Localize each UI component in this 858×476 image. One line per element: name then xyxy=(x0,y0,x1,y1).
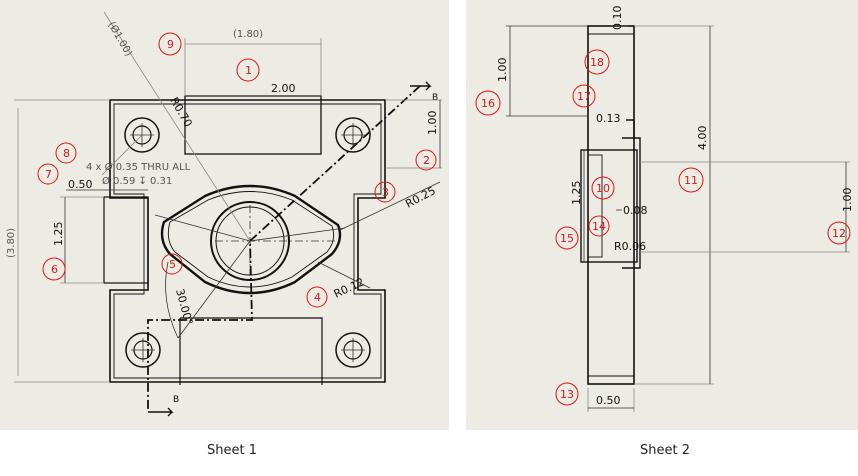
svg-text:11: 11 xyxy=(684,174,698,187)
bore-outer xyxy=(210,201,290,281)
dim-050: 0.50 xyxy=(66,178,148,191)
svg-text:2.00: 2.00 xyxy=(271,82,296,95)
svg-text:15: 15 xyxy=(560,232,574,245)
flange-boss-inner xyxy=(167,191,335,288)
svg-text:1.00: 1.00 xyxy=(496,58,509,83)
svg-text:13: 13 xyxy=(560,388,574,401)
section-label-top: B xyxy=(432,93,438,103)
svg-text:(3.80): (3.80) xyxy=(6,228,17,258)
svg-text:(1.80): (1.80) xyxy=(233,29,263,40)
svg-text:9: 9 xyxy=(167,38,174,51)
side-boss xyxy=(580,149,638,263)
balloon-16: 16 xyxy=(475,90,501,116)
svg-text:17: 17 xyxy=(577,90,591,103)
balloon-3: 3 xyxy=(374,181,396,203)
svg-text:4.00: 4.00 xyxy=(696,126,709,151)
dim-013: 0.13 xyxy=(596,112,621,125)
svg-text:18: 18 xyxy=(590,56,604,69)
balloon-9: 9 xyxy=(158,32,182,56)
left-slot xyxy=(103,196,149,284)
svg-text:4: 4 xyxy=(314,291,321,304)
balloon-7: 7 xyxy=(37,163,59,185)
dim-008: 0.08 xyxy=(623,204,648,217)
bottom-pocket xyxy=(179,317,323,385)
balloon-17: 17 xyxy=(572,84,596,108)
side-flange xyxy=(622,119,641,269)
balloon-4: 4 xyxy=(306,286,328,308)
hole-bottom-right xyxy=(335,332,371,368)
svg-text:0.10: 0.10 xyxy=(611,6,624,31)
svg-text:1.00: 1.00 xyxy=(426,111,439,136)
svg-text:16: 16 xyxy=(481,97,495,110)
dim-top-200: 2.00 xyxy=(185,82,321,97)
hole-top-right xyxy=(335,117,371,153)
plate-inner-outline xyxy=(113,103,382,379)
svg-text:1: 1 xyxy=(245,64,252,77)
svg-text:14: 14 xyxy=(592,220,606,233)
sheet-2-caption: Sheet 2 xyxy=(640,443,690,458)
svg-text:1.00: 1.00 xyxy=(841,188,854,213)
balloon-8: 8 xyxy=(55,142,77,164)
dim-left-380: (3.80) xyxy=(6,99,110,383)
balloon-18: 18 xyxy=(584,49,610,75)
balloon-12: 12 xyxy=(827,221,851,245)
svg-text:8: 8 xyxy=(63,147,70,160)
dim-top-ref: (1.80) xyxy=(184,29,322,96)
dim-dia-100: (Ø1.00) xyxy=(103,11,251,242)
hole-note-1: 4 x Ø 0.35 THRU ALL xyxy=(86,161,191,173)
dim-125: 1.25 xyxy=(52,196,104,284)
dim-010: 0.10 xyxy=(611,6,628,31)
section-label-bottom: B xyxy=(173,395,179,405)
dim-r012: R0.12 xyxy=(332,275,367,300)
svg-text:1.25: 1.25 xyxy=(52,222,65,247)
svg-text:(Ø1.00): (Ø1.00) xyxy=(105,20,134,59)
flange-boss xyxy=(160,184,342,295)
dim-100-right: 1.00 xyxy=(640,161,854,253)
svg-text:5: 5 xyxy=(169,258,176,271)
dim-400: 4.00 xyxy=(634,25,714,385)
dim-125: 1.25 xyxy=(570,150,585,262)
balloon-14: 14 xyxy=(588,215,610,237)
sheet-1-view: B B (1.80) 2.00 (Ø1.00) R0.70 1.00 (3.80… xyxy=(0,0,449,430)
balloon-15: 15 xyxy=(555,226,579,250)
dim-050: 0.50 xyxy=(587,388,635,412)
balloon-2: 2 xyxy=(415,149,437,171)
dim-100-left: 1.00 xyxy=(496,25,588,117)
svg-text:12: 12 xyxy=(832,227,846,240)
balloon-11: 11 xyxy=(678,167,704,193)
section-line-b xyxy=(147,85,421,412)
balloon-5: 5 xyxy=(161,253,183,275)
balloon-1: 1 xyxy=(236,58,260,82)
svg-text:2: 2 xyxy=(423,154,430,167)
dim-r006: R0.06 xyxy=(614,240,646,253)
hole-callout: 4 x Ø 0.35 THRU ALL Ø 0.59 ↧ 0.31 xyxy=(86,134,191,187)
svg-text:1.25: 1.25 xyxy=(570,181,583,206)
balloon-10: 10 xyxy=(591,176,615,200)
svg-text:3: 3 xyxy=(382,186,389,199)
top-slot xyxy=(184,95,322,155)
sheet-2-view: 0.10 1.00 0.13 4.00 1.25 0.08 R0.06 1.00… xyxy=(466,0,858,430)
balloon-13: 13 xyxy=(555,382,579,406)
svg-text:7: 7 xyxy=(45,168,52,181)
balloon-6: 6 xyxy=(42,257,66,281)
dim-angle: 30.00° xyxy=(173,287,195,326)
svg-text:0.50: 0.50 xyxy=(68,178,93,191)
svg-text:10: 10 xyxy=(596,182,610,195)
sheet-1-drawing: B B (1.80) 2.00 (Ø1.00) R0.70 1.00 (3.80… xyxy=(6,11,442,417)
hole-note-2: Ø 0.59 ↧ 0.31 xyxy=(102,175,172,187)
hole-bottom-left xyxy=(125,332,161,368)
svg-text:0.50: 0.50 xyxy=(596,394,621,407)
sheet-1-caption: Sheet 1 xyxy=(207,443,257,458)
svg-text:6: 6 xyxy=(51,263,58,276)
sheet-2-drawing: 0.10 1.00 0.13 4.00 1.25 0.08 R0.06 1.00… xyxy=(475,6,854,412)
